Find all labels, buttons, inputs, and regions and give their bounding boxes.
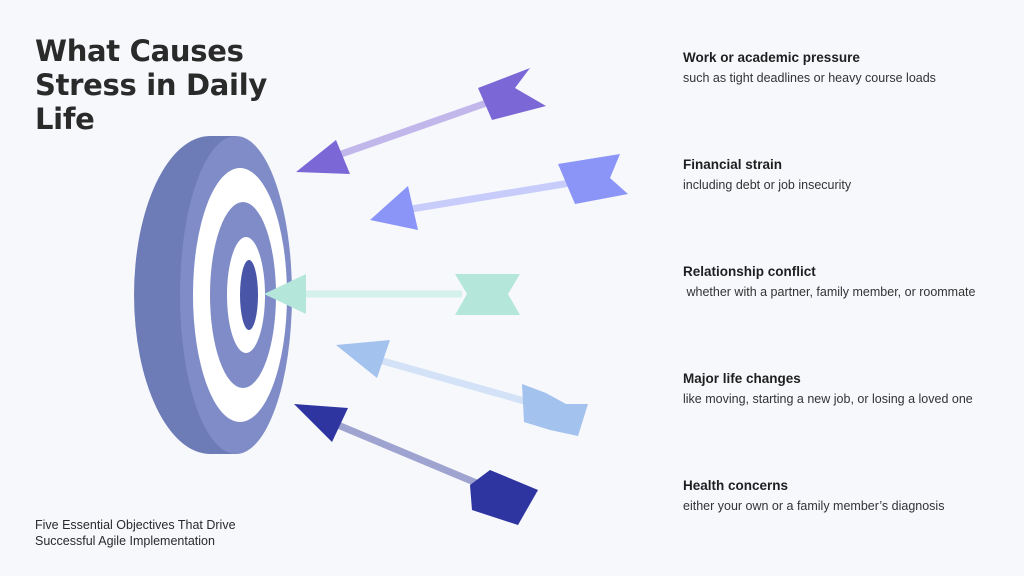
cause-item-financial-strain: Financial strain including debt or job i…	[683, 156, 1003, 194]
arrow-financial-strain	[370, 154, 628, 230]
cause-heading: Major life changes	[683, 371, 801, 386]
arrow-health-concerns	[294, 404, 538, 525]
cause-item-major-life-changes: Major life changes like moving, starting…	[683, 370, 1003, 408]
footer-caption: Five Essential Objectives That Drive Suc…	[35, 518, 236, 548]
arrow-work-pressure	[296, 68, 546, 174]
cause-detail: either your own or a family member’s dia…	[683, 499, 945, 513]
target-icon	[134, 136, 292, 454]
cause-item-health-concerns: Health concerns either your own or a fam…	[683, 477, 1003, 515]
cause-detail: including debt or job insecurity	[683, 178, 852, 192]
arrow-major-life-changes	[336, 340, 588, 436]
page-title: What Causes Stress in Daily Life	[35, 34, 267, 136]
cause-heading: Health concerns	[683, 478, 789, 493]
cause-item-work-pressure: Work or academic pressure such as tight …	[683, 49, 1003, 87]
cause-detail: like moving, starting a new job, or losi…	[683, 392, 973, 406]
cause-heading: Work or academic pressure	[683, 50, 860, 65]
arrow-relationship-conflict	[264, 274, 520, 315]
cause-detail: such as tight deadlines or heavy course …	[683, 71, 936, 85]
cause-heading: Financial strain	[683, 157, 783, 172]
cause-item-relationship-conflict: Relationship conflict whether with a par…	[683, 263, 1003, 301]
cause-detail: whether with a partner, family member, o…	[683, 285, 976, 299]
cause-heading: Relationship conflict	[683, 264, 816, 279]
